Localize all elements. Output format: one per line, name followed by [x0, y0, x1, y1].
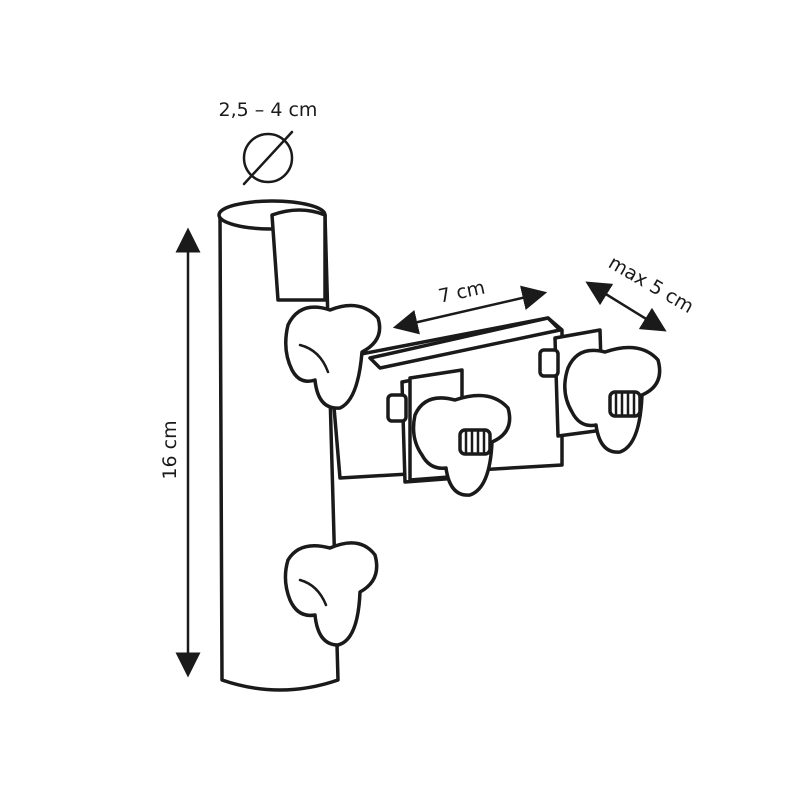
diameter-label: 2,5 – 4 cm [219, 99, 318, 121]
knob-upper-left [284, 303, 382, 410]
diameter-icon [242, 130, 294, 186]
bolt-left [386, 393, 408, 423]
clamp-width-dimension-arrow [585, 281, 667, 332]
height-label: 16 cm [159, 420, 181, 479]
knob-front [411, 393, 512, 497]
bolt-rear [538, 348, 560, 378]
knob-rear [563, 345, 662, 454]
width-dimension-arrow [392, 285, 548, 335]
width-label: 7 cm [436, 276, 487, 307]
clamp-width-label: max 5 cm [605, 252, 698, 318]
knob-lower-left [283, 541, 379, 647]
